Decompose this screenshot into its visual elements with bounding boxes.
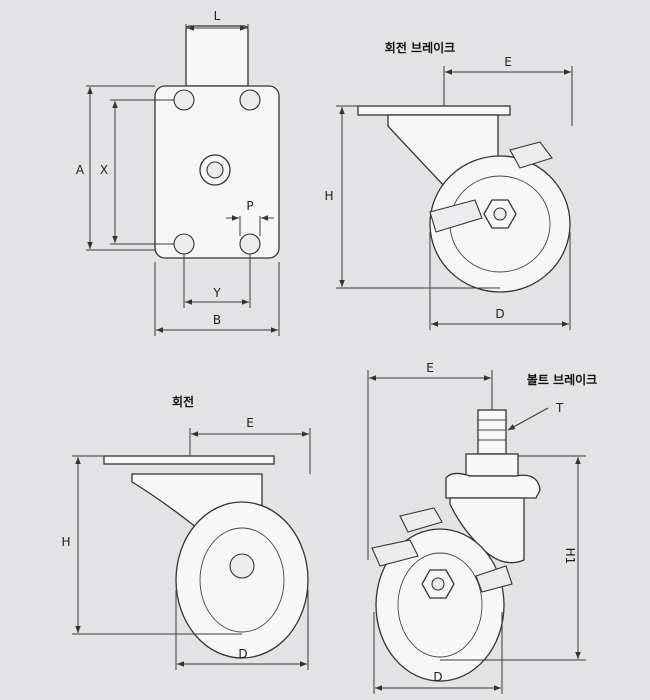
label-l: L	[214, 9, 221, 23]
swivel-wheel	[175, 501, 309, 659]
title-swivel: 회전	[172, 394, 194, 409]
swivel-brake-view: 회전 브레이크 E H D	[324, 40, 573, 330]
label-e-bolt: E	[426, 361, 434, 375]
swivel-top-plate	[103, 455, 275, 465]
bolt-hole-top-right	[239, 89, 261, 111]
leader-t	[507, 407, 549, 431]
swivel-wheel-hub	[199, 527, 285, 633]
label-h1-bolt: H1	[563, 548, 577, 565]
bolt-brake-pedal	[475, 565, 513, 593]
label-e-brake: E	[504, 55, 512, 69]
center-hole-inner	[206, 161, 224, 179]
label-y: Y	[212, 286, 221, 300]
label-h-brake: H	[324, 189, 333, 203]
title-swivel-brake: 회전 브레이크	[385, 40, 455, 55]
title-bolt-brake: 볼트 브레이크	[527, 372, 597, 387]
top-plate-view: L A X P Y B	[76, 9, 280, 336]
label-x: X	[100, 163, 108, 177]
bolt-wheel	[375, 528, 505, 682]
label-h-swivel: H	[61, 535, 70, 549]
label-d-brake: D	[495, 307, 504, 321]
swivel-view: 회전 E H D	[61, 394, 311, 670]
label-t: T	[555, 401, 564, 415]
bolt-hole-bottom-right	[239, 233, 261, 255]
brake-lever	[509, 141, 553, 169]
label-d-swivel: D	[238, 647, 247, 661]
label-a: A	[76, 163, 85, 177]
label-e-swivel: E	[246, 416, 254, 430]
brake-top-plate	[357, 105, 511, 116]
bolt-collar	[465, 453, 519, 477]
bolt-hole-top-left	[173, 89, 195, 111]
bolt-brake-view: 볼트 브레이크 E T H1 D	[367, 361, 597, 694]
bolt-brake-lever	[371, 539, 419, 567]
swivel-axle	[229, 553, 255, 579]
bolt-hole-bottom-left	[173, 233, 195, 255]
bolt-wheel-hub	[397, 552, 483, 658]
label-b: B	[213, 313, 221, 327]
label-d-bolt: D	[433, 670, 442, 684]
brake-axle	[493, 207, 507, 221]
bolt-swivel-head	[445, 472, 541, 499]
bolt-brake-clip	[399, 507, 443, 533]
bolt-axle	[431, 577, 445, 591]
threaded-bolt	[477, 409, 507, 455]
plate-stem	[185, 25, 249, 87]
brake-pedal	[429, 199, 483, 233]
label-p: P	[246, 199, 253, 213]
